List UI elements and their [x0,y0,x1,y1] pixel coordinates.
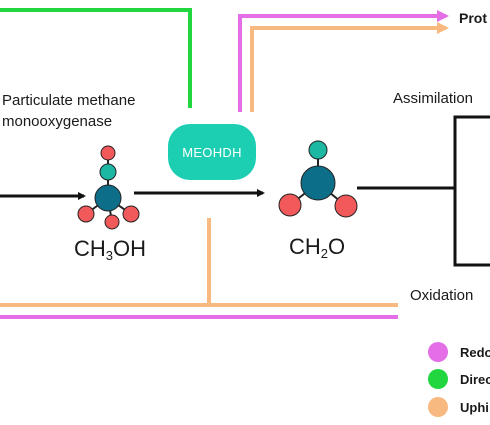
protein-label: Prot [459,10,487,26]
formaldehyde-formula-tail: O [328,234,346,259]
direct-swatch-icon [428,369,448,389]
formaldehyde-formula-main: CH [289,234,321,259]
redox-pathway-line-top [238,10,449,112]
uphill-swatch-icon [428,397,448,417]
methanol-hydroxyl-hydrogen-atom [100,145,116,161]
formaldehyde-molecule [278,140,358,218]
methanol-carbon-atom [94,184,122,212]
methanol-formula-tail: OH [113,236,147,261]
methanol-formula-sub: 3 [105,248,114,263]
enzyme-label-line-1: Particulate methane [2,92,136,109]
methanol-hydrogen-atom [104,214,120,230]
formaldehyde-carbon-atom [300,165,336,201]
uphill-pathway-line-top [250,22,449,112]
redox-swatch-icon [428,342,448,362]
legend-label-direct: Direc [460,371,490,387]
oxidation-label: Oxidation [410,287,474,304]
legend-item-uphill: Uphi [428,396,489,418]
legend-item-direct: Direc [428,368,490,390]
meohdh-label: MEOHDH [182,144,242,160]
enzyme-label-line-2: monooxygenase [2,113,113,130]
assimilation-label: Assimilation [393,90,474,107]
assimilation-box [453,115,490,267]
legend-item-redox: Redo [428,341,490,363]
methanol-formula: CH3OH [74,236,146,263]
methanol-hydrogen-atom [77,205,95,223]
meohdh-enzyme-box: MEOHDH [168,124,256,180]
formaldehyde-formula-sub: 2 [320,246,329,261]
methanol-molecule [77,145,140,230]
legend-label-uphill: Uphi [460,399,489,415]
legend-label-redox: Redo [460,344,490,360]
enzyme-label: Particulate methane monooxygenase [2,90,135,132]
formaldehyde-hydrogen-atom [278,193,302,217]
methanol-oxygen-atom [99,163,117,181]
direct-pathway-line [0,8,192,108]
methanol-formula-main: CH [74,236,106,261]
formaldehyde-formula: CH2O [289,234,345,261]
formaldehyde-oxygen-atom [308,140,328,160]
methanol-hydrogen-atom [122,205,140,223]
formaldehyde-hydrogen-atom [334,194,358,218]
